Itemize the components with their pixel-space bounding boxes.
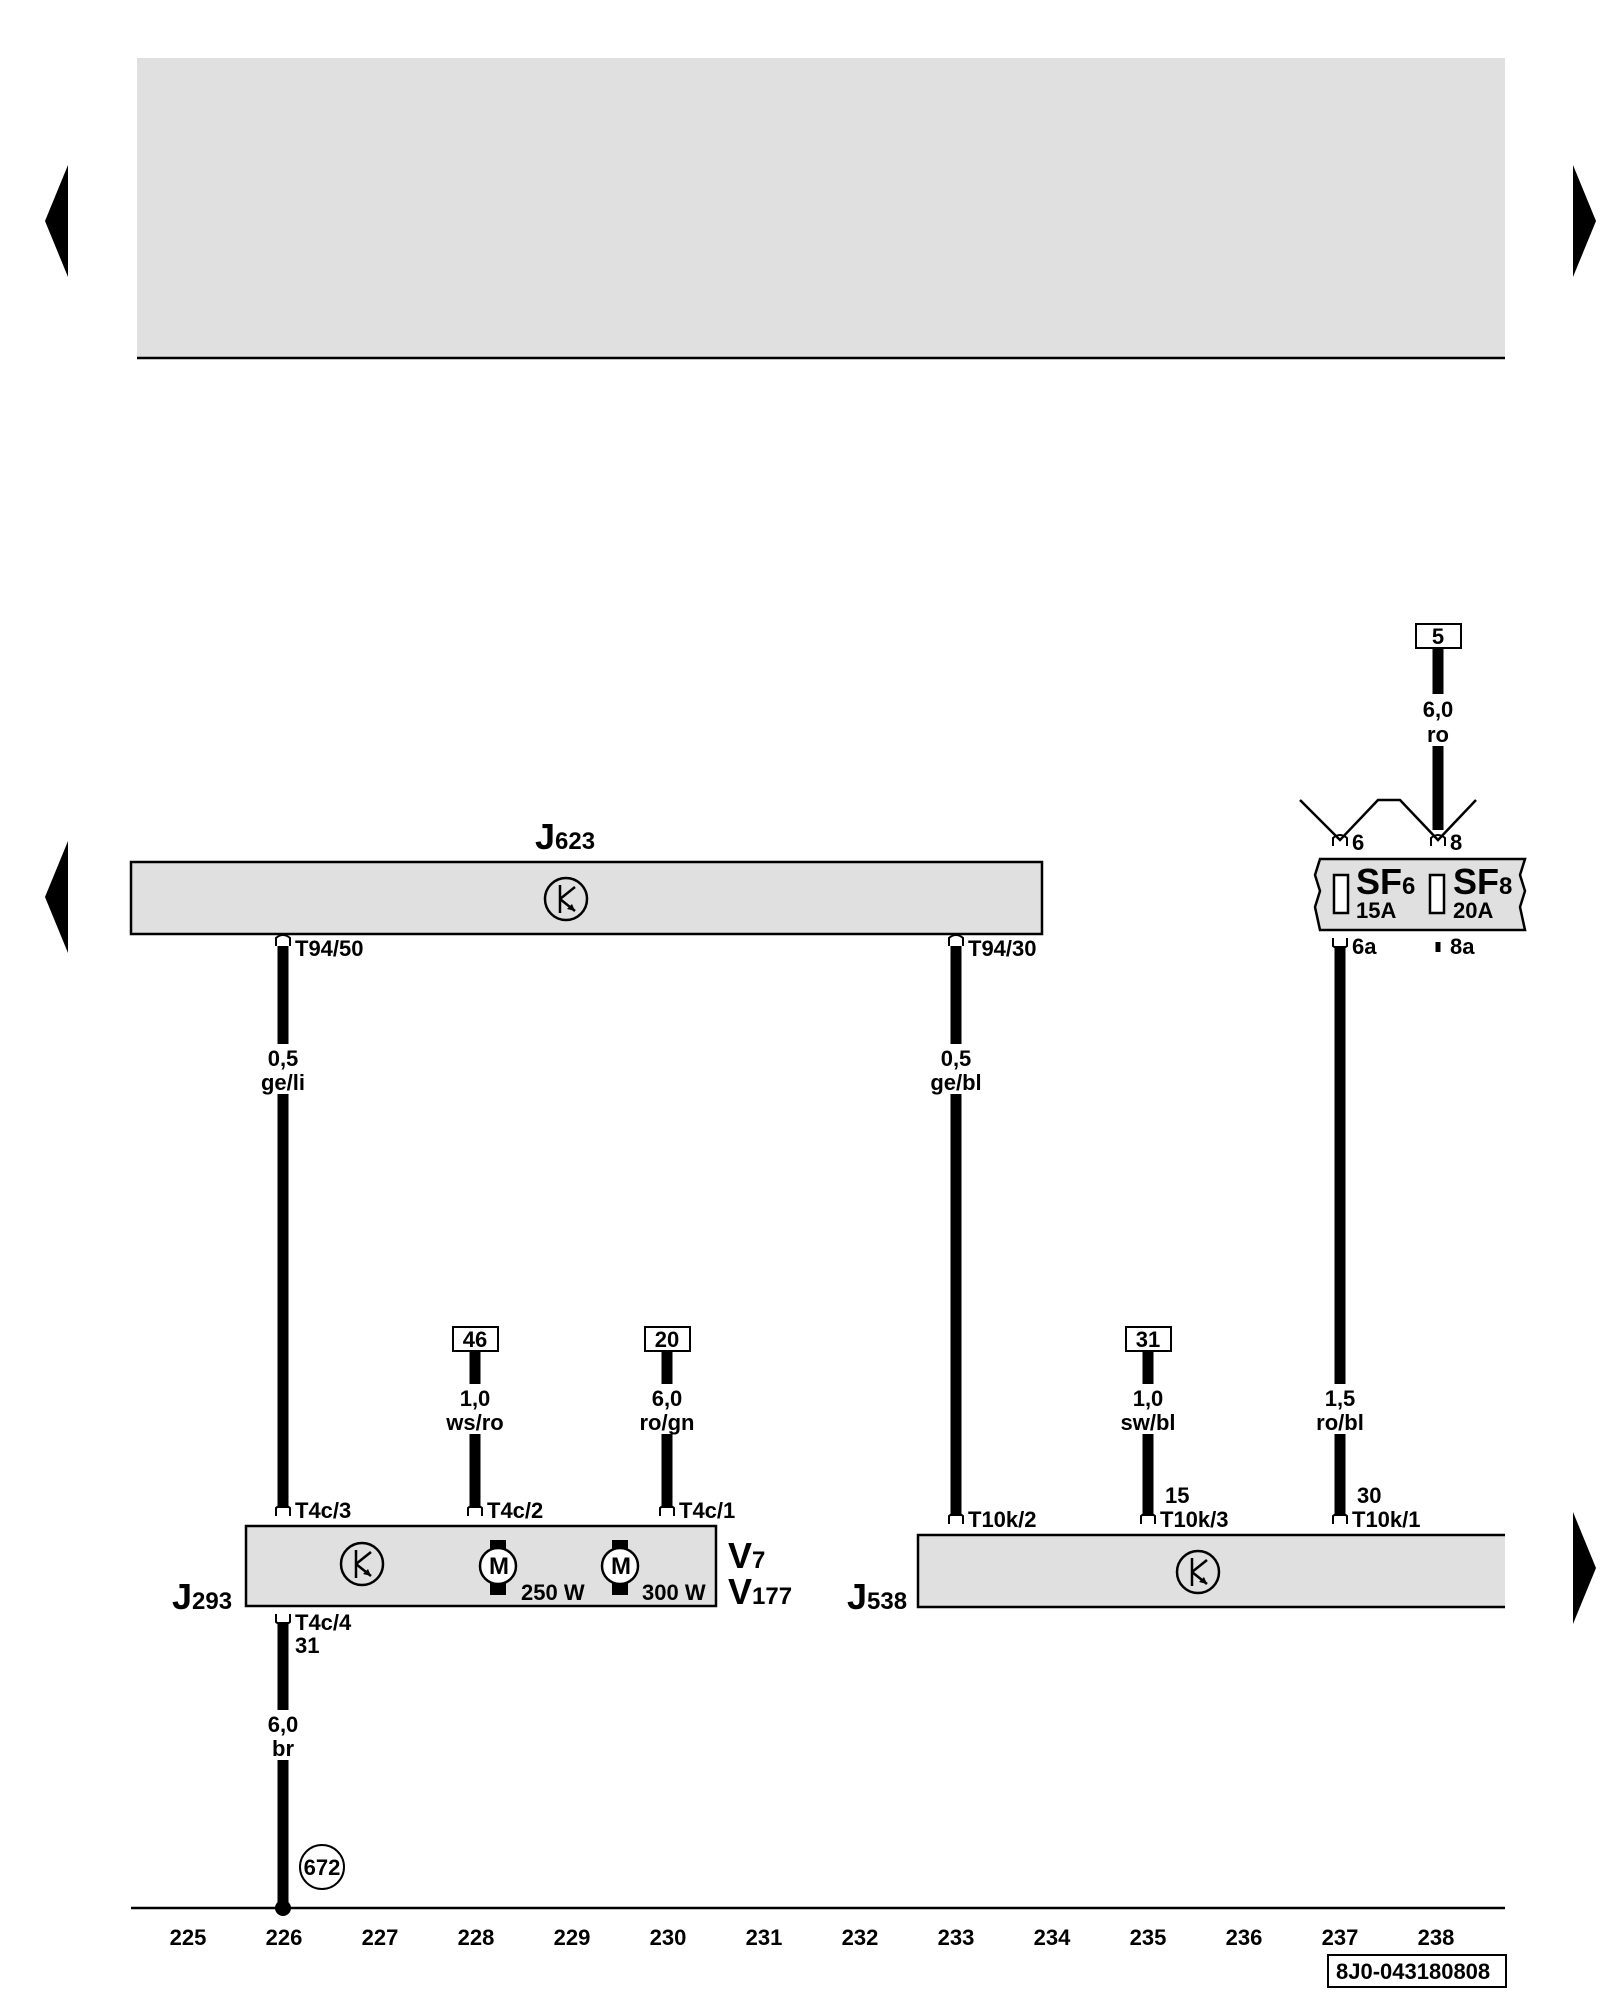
- pin-markers: [275, 834, 1446, 1626]
- scale-number: 229: [554, 1925, 591, 1950]
- fuse-box: [1313, 857, 1527, 932]
- prev-section-arrow[interactable]: [45, 841, 68, 953]
- ground-ref-label: 672: [304, 1855, 341, 1880]
- w1-label-bg: [253, 1044, 313, 1094]
- w1-color: ge/li: [261, 1070, 305, 1095]
- j538-box: [916, 1533, 1510, 1609]
- scale-number: 227: [362, 1925, 399, 1950]
- scale-number: 235: [1130, 1925, 1167, 1950]
- pin-t10k-3: T10k/3: [1160, 1507, 1229, 1532]
- w2-label-bg: [926, 1044, 986, 1094]
- w6-label-bg: [1305, 1384, 1375, 1434]
- scale-number: 231: [746, 1925, 783, 1950]
- pin-t10k-2: T10k/2: [968, 1507, 1037, 1532]
- ref-31-box[interactable]: [1125, 1326, 1172, 1352]
- sf6-rating: 15A: [1356, 898, 1396, 923]
- scale-number: 225: [170, 1925, 207, 1950]
- sf8-fuse-symbol: [1428, 873, 1446, 915]
- j623-label: J623: [535, 816, 595, 857]
- w7-color: ro: [1427, 722, 1449, 747]
- scale-number: 233: [938, 1925, 975, 1950]
- j623-transistor-icon: [543, 876, 589, 922]
- w7-label-bg: [1408, 694, 1468, 746]
- j293-label: J293: [172, 1576, 232, 1617]
- svg-text:M: M: [611, 1553, 631, 1580]
- pin-sf8-out: 8a: [1450, 934, 1475, 959]
- scale-number: 226: [266, 1925, 303, 1950]
- sf8-label: SF8: [1453, 861, 1512, 902]
- motor-icon-300w: M: [600, 1540, 640, 1595]
- scale-number: 234: [1034, 1925, 1071, 1950]
- w4-color: ro/gn: [640, 1410, 695, 1435]
- ref-20-label: 20: [655, 1327, 679, 1352]
- w8-size: 6,0: [268, 1712, 299, 1737]
- v177-label: V177: [728, 1571, 792, 1612]
- motor-300-power: 300 W: [642, 1580, 706, 1605]
- scale-number: 238: [1418, 1925, 1455, 1950]
- w2-color: ge/bl: [930, 1070, 981, 1095]
- j538-transistor-icon: [1175, 1549, 1221, 1595]
- w3-label-bg: [440, 1384, 510, 1434]
- prev-page-arrow[interactable]: [45, 165, 68, 277]
- pin-t4c-1: T4c/1: [679, 1498, 735, 1523]
- w8-color: br: [272, 1736, 294, 1761]
- ref-5-box[interactable]: [1415, 623, 1462, 649]
- w4-size: 6,0: [652, 1386, 683, 1411]
- pin-t4c-4: T4c/4: [295, 1610, 352, 1635]
- ref-5-label: 5: [1432, 624, 1444, 649]
- ground-ref-circle: [299, 1844, 345, 1890]
- pin-t94-50: T94/50: [295, 936, 364, 961]
- ref-46-label: 46: [463, 1327, 487, 1352]
- w4-label-bg: [632, 1384, 702, 1434]
- pin-t10k-3-terminal: 15: [1165, 1483, 1189, 1508]
- scale-number: 228: [458, 1925, 495, 1950]
- scale-number: 237: [1322, 1925, 1359, 1950]
- w8-label-bg: [253, 1710, 313, 1760]
- w6-color: ro/bl: [1316, 1410, 1364, 1435]
- header-panel: [137, 58, 1505, 358]
- w5-color: sw/bl: [1120, 1410, 1175, 1435]
- pin-t10k-1-terminal: 30: [1357, 1483, 1381, 1508]
- pin-sf6-in: 6: [1352, 830, 1364, 855]
- next-section-arrow[interactable]: [1573, 1512, 1596, 1624]
- w5-size: 1,0: [1133, 1386, 1164, 1411]
- ref-46-box[interactable]: [452, 1326, 499, 1352]
- pin-t10k-1: T10k/1: [1352, 1507, 1421, 1532]
- svg-text:M: M: [489, 1553, 509, 1580]
- scale-number: 236: [1226, 1925, 1263, 1950]
- next-page-arrow[interactable]: [1573, 165, 1596, 277]
- doc-id-box: [1327, 1954, 1507, 1988]
- sf8-rating: 20A: [1453, 898, 1493, 923]
- w7-size: 6,0: [1423, 697, 1454, 722]
- w3-size: 1,0: [460, 1386, 491, 1411]
- w6-size: 1,5: [1325, 1386, 1356, 1411]
- w1-size: 0,5: [268, 1046, 299, 1071]
- pin-t4c-4-terminal: 31: [295, 1633, 319, 1658]
- scale-number: 230: [650, 1925, 687, 1950]
- motor-icon-250w: M: [478, 1540, 518, 1595]
- w3-color: ws/ro: [445, 1410, 503, 1435]
- fuse-busbar: [1299, 798, 1477, 842]
- w5-label-bg: [1113, 1384, 1183, 1434]
- pin-t4c-2: T4c/2: [487, 1498, 543, 1523]
- j293-transistor-icon: [339, 1541, 385, 1587]
- sf6-fuse-symbol: [1332, 873, 1350, 915]
- pin-t4c-3: T4c/3: [295, 1498, 351, 1523]
- j538-label: J538: [847, 1576, 907, 1617]
- doc-id: 8J0-043180808: [1336, 1959, 1490, 1984]
- j538-right-mask: [1505, 1530, 1515, 1610]
- v7-label: V7: [728, 1535, 765, 1576]
- sf6-label: SF6: [1356, 861, 1415, 902]
- motor-250-power: 250 W: [521, 1580, 585, 1605]
- scale-number: 232: [842, 1925, 879, 1950]
- pin-sf6-out: 6a: [1352, 934, 1377, 959]
- pin-t94-30: T94/30: [968, 936, 1037, 961]
- scale-numbers: 225 226 227 228 229 230 231 232 233 234 …: [170, 1925, 1455, 1950]
- w2-size: 0,5: [941, 1046, 972, 1071]
- pin-sf8-in: 8: [1450, 830, 1462, 855]
- ref-20-box[interactable]: [644, 1326, 691, 1352]
- ref-31-label: 31: [1136, 1327, 1160, 1352]
